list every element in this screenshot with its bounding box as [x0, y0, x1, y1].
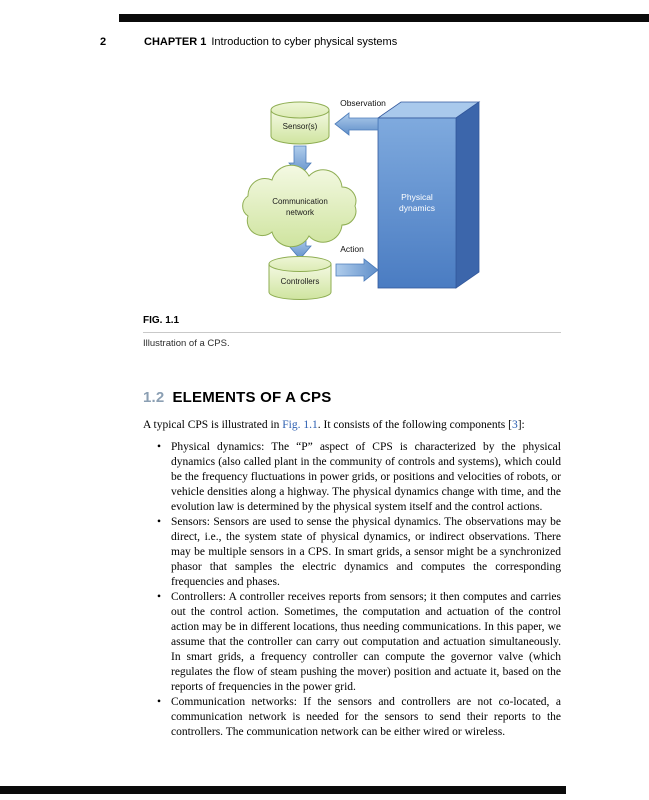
action-label: Action: [340, 244, 364, 254]
bottom-black-bar: [0, 786, 566, 794]
controllers-cylinder: Controllers: [268, 256, 332, 300]
list-item-text: Physical dynamics: The “P” aspect of CPS…: [171, 441, 561, 513]
page-header: 2 CHAPTER 1 Introduction to cyber physical…: [100, 36, 570, 48]
figure-caption: Illustration of a CPS.: [143, 338, 230, 349]
list-item-text: Communication networks: If the sensors a…: [171, 696, 561, 738]
page-number: 2: [100, 36, 107, 48]
components-list: • Physical dynamics: The “P” aspect of C…: [143, 440, 561, 740]
physical-dynamics-box: Physical dynamics: [376, 101, 481, 289]
figure-label: FIG. 1.1: [143, 315, 180, 326]
sensor-cylinder: Sensor(s): [270, 101, 330, 145]
intro-paragraph: A typical CPS is illustrated in Fig. 1.1…: [143, 418, 561, 433]
list-item-sensors: • Sensors: Sensors are used to sense the…: [157, 515, 561, 590]
section-heading: 1.2 ELEMENTS OF A CPS: [143, 389, 561, 406]
bullet-icon: •: [157, 441, 162, 453]
main-content: FIG. 1.1 Illustration of a CPS. 1.2 ELEME…: [143, 315, 561, 740]
sensor-label: Sensor(s): [283, 122, 318, 131]
list-item-text: Sensors: Sensors are used to sense the p…: [171, 516, 561, 588]
figure-rule: [143, 332, 561, 333]
cps-figure-svg: Physical dynamics Observation Action Sen…: [242, 98, 481, 300]
list-item-physical-dynamics: • Physical dynamics: The “P” aspect of C…: [157, 440, 561, 515]
box-label-line2: dynamics: [399, 203, 435, 213]
bullet-icon: •: [157, 591, 162, 603]
bullet-icon: •: [157, 696, 162, 708]
box-label-line1: Physical: [401, 192, 433, 202]
section-title: ELEMENTS OF A CPS: [172, 389, 332, 406]
top-black-bar: [119, 14, 649, 22]
list-item-controllers: • Controllers: A controller receives rep…: [157, 590, 561, 695]
cloud-label-line1: Communication: [272, 197, 328, 206]
list-item-communication-networks: • Communication networks: If the sensors…: [157, 695, 561, 740]
chapter-label: CHAPTER 1: [144, 36, 207, 48]
intro-text-before: A typical CPS is illustrated in: [143, 419, 283, 431]
figure-1-1: Physical dynamics Observation Action Sen…: [138, 92, 542, 314]
figure-reference-link[interactable]: Fig. 1.1: [282, 419, 318, 431]
citation-reference-link[interactable]: 3: [511, 419, 518, 431]
bullet-icon: •: [157, 516, 162, 528]
communication-cloud: Communication network: [242, 164, 357, 248]
list-item-text: Controllers: A controller receives repor…: [171, 591, 561, 693]
chapter-title: Introduction to cyber physical systems: [211, 36, 398, 48]
observation-arrow: [334, 112, 379, 136]
observation-label: Observation: [340, 98, 386, 108]
section-number: 1.2: [143, 389, 165, 406]
controllers-label: Controllers: [281, 277, 320, 286]
cloud-label-line2: network: [286, 208, 315, 217]
intro-text-middle: . It consists of the following component…: [317, 419, 512, 431]
action-arrow: [335, 258, 379, 282]
intro-text-after: ]:: [517, 419, 525, 431]
